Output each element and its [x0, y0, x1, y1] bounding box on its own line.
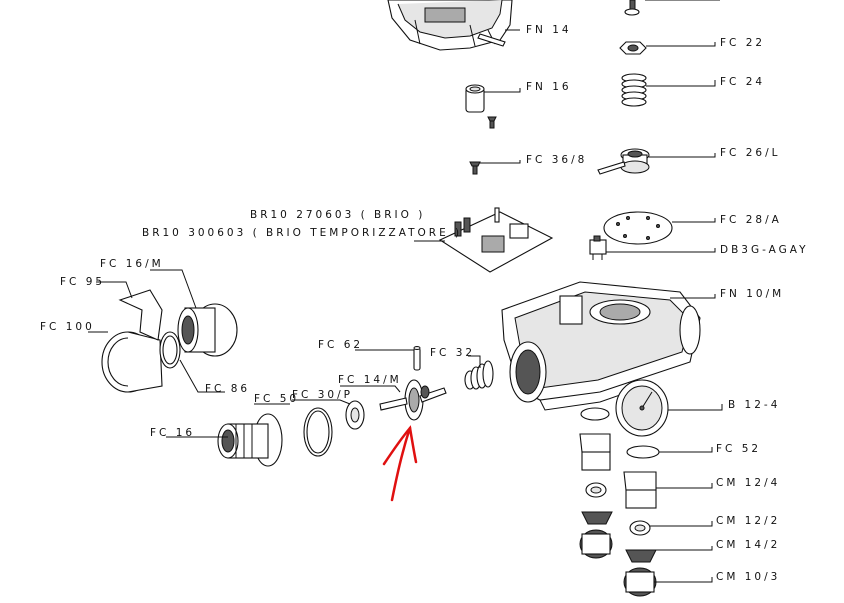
- label-fc86: FC 86: [205, 383, 250, 395]
- part-fc100-nut: [101, 331, 163, 393]
- label-b12-4: B 12-4: [728, 399, 780, 411]
- label-br10-temp: BR10 300603 ( BRIO TEMPORIZZATORE ): [142, 227, 462, 239]
- label-fc14m: FC 14/M: [338, 374, 402, 386]
- red-annotation-arrow: [382, 425, 418, 502]
- label-cm12-4: CM 12/4: [716, 477, 780, 489]
- label-cm10-3: CM 10/3: [716, 571, 780, 583]
- part-fc14m-shaft: [379, 379, 447, 421]
- part-top-screw: [624, 0, 640, 16]
- label-fn16: FN 16: [526, 81, 572, 93]
- part-cm10-3-nut: [579, 529, 657, 597]
- label-fc30p: FC 30/P: [292, 389, 353, 401]
- label-cm14-2: CM 14/2: [716, 539, 780, 551]
- part-fc22-nut: [619, 41, 647, 55]
- label-fc50: FC 50: [254, 393, 299, 405]
- label-fc28a: FC 28/A: [720, 214, 782, 226]
- part-br10-board: [438, 207, 554, 273]
- label-fn10m: FN 10/M: [720, 288, 784, 300]
- part-fc16m-coupling: [177, 303, 238, 357]
- part-fc26l-valve: [597, 148, 650, 175]
- part-db3g-switch: [589, 235, 607, 260]
- part-fn16-knob: [465, 84, 497, 129]
- label-fc36-8: FC 36/8: [526, 154, 587, 166]
- part-fc36-8-screw: [469, 161, 481, 175]
- part-cm12-4-fitting: [579, 433, 657, 509]
- label-fc16m: FC 16/M: [100, 258, 164, 270]
- part-fn14-cover: [387, 0, 513, 51]
- label-br10-brio: BR10 270603 ( BRIO ): [250, 209, 425, 221]
- part-cm14-2-insert: [581, 511, 657, 563]
- part-fc30p-oring: [303, 407, 333, 457]
- part-fc95-clip: [118, 289, 163, 341]
- part-fc24-spring: [621, 73, 647, 107]
- label-fn14: FN 14: [526, 24, 572, 36]
- label-fc100: FC 100: [40, 321, 95, 333]
- label-cm12-2: CM 12/2: [716, 515, 780, 527]
- part-b12-4-gauge: [615, 379, 669, 437]
- label-fc95: FC 95: [60, 276, 105, 288]
- part-fc32-spring: [464, 360, 494, 390]
- label-fc24: FC 24: [720, 76, 765, 88]
- part-fc52-oring: [580, 407, 660, 459]
- label-fc26l: FC 26/L: [720, 147, 780, 159]
- label-fc52: FC 52: [716, 443, 761, 455]
- label-fc16: FC 16: [150, 427, 195, 439]
- label-fc62: FC 62: [318, 339, 363, 351]
- part-fn10m-body: [501, 281, 701, 411]
- label-fc22: FC 22: [720, 37, 765, 49]
- part-fc86-ring: [159, 331, 181, 369]
- label-fc32: FC 32: [430, 347, 475, 359]
- part-cm12-2-ring: [585, 482, 651, 536]
- part-fc28a-diaphragm: [603, 211, 673, 245]
- part-fc62-pin: [413, 346, 421, 371]
- part-washer: [345, 400, 365, 430]
- label-db3g: DB3G-AGAY: [720, 244, 809, 256]
- part-fc16-nipple: [217, 413, 283, 467]
